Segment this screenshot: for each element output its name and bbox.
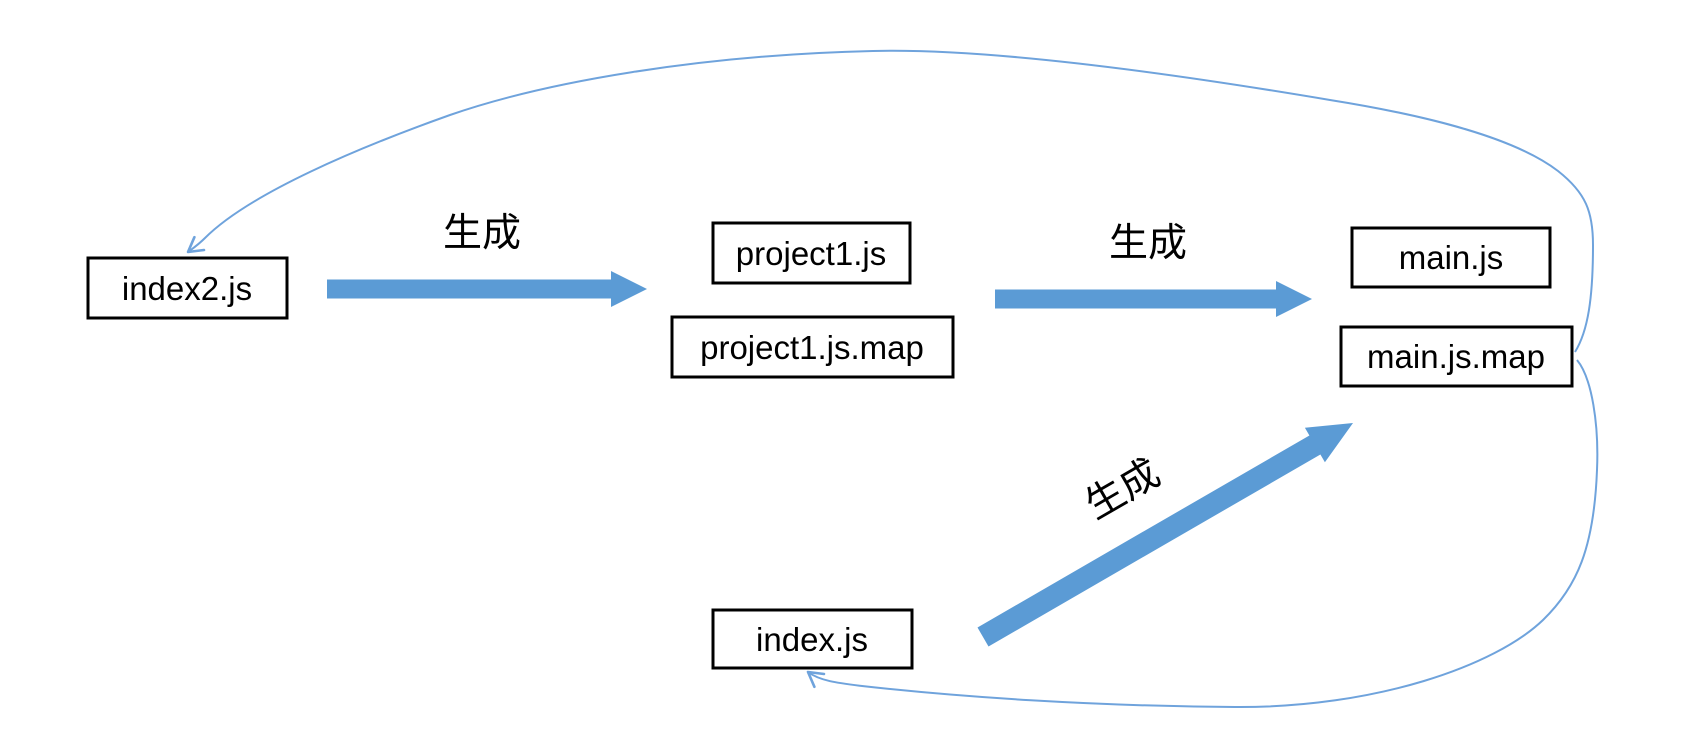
node-index-js-box <box>711 608 914 670</box>
node-project1-js-map: project1.js.map <box>670 315 955 379</box>
node-main-js-map-label: main.js.map <box>1367 338 1545 375</box>
generate-label-1: 生成 <box>443 212 521 255</box>
node-main-js-map-box <box>1339 325 1574 388</box>
generate-arrow-2 <box>995 281 1312 317</box>
generate-label-3: 生成 <box>1078 451 1167 527</box>
node-index-js: index.js <box>711 608 914 670</box>
generate-arrow-1 <box>327 271 647 307</box>
sourcemap-curve-to-index-js <box>806 359 1599 709</box>
node-project1-js-label: project1.js <box>736 235 886 272</box>
generate-label-2: 生成 <box>1109 222 1187 265</box>
node-main-js: main.js <box>1350 226 1552 289</box>
node-project1-js: project1.js <box>711 221 912 285</box>
node-project1-js-box <box>711 221 912 285</box>
sourcemap-curve-to-index2-js <box>186 49 1595 353</box>
node-index2-js: index2.js <box>86 256 289 320</box>
node-index2-js-box <box>86 256 289 320</box>
node-main-js-map: main.js.map <box>1339 325 1574 388</box>
generate-arrow-3 <box>977 423 1353 647</box>
node-project1-js-map-box <box>670 315 955 379</box>
node-index-js-label: index.js <box>756 621 868 658</box>
node-main-js-label: main.js <box>1399 239 1504 276</box>
node-main-js-box <box>1350 226 1552 289</box>
node-project1-js-map-label: project1.js.map <box>700 329 924 366</box>
node-index2-js-label: index2.js <box>122 270 252 307</box>
